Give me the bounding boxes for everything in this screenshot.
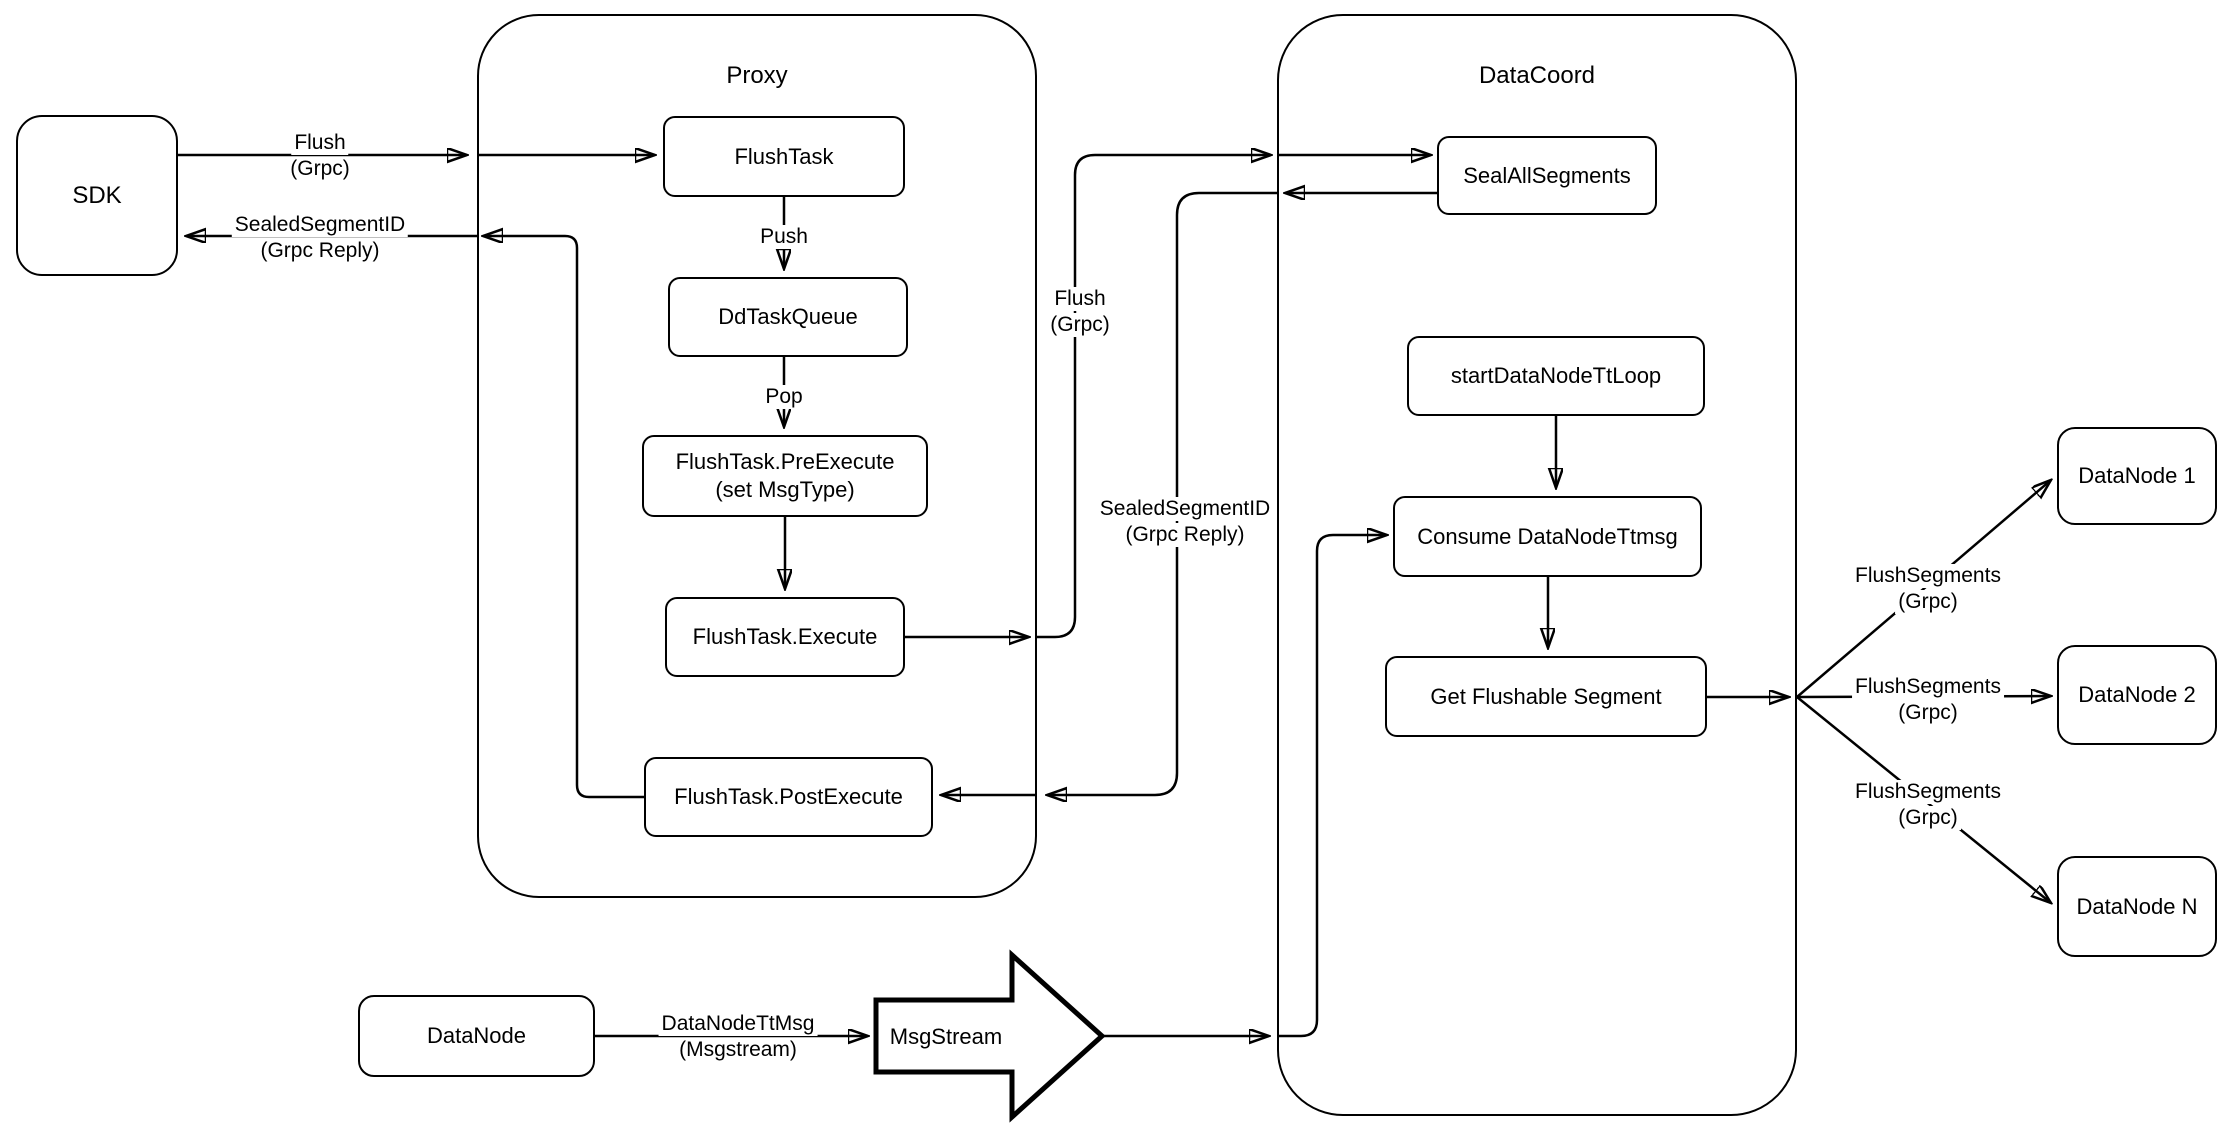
node-datanode-n: DataNode N (2057, 856, 2217, 957)
edge-label-flush-grpc-mid: Flush (Grpc) (1047, 287, 1113, 337)
node-consume-datanodettmsg-label: Consume DataNodeTtmsg (1417, 523, 1678, 549)
edge-label-flushsegments-3: FlushSegments (Grpc) (1852, 780, 2004, 830)
node-datanode-1-label: DataNode 1 (2078, 463, 2196, 488)
edge-proxy-border-to-datacoord (1037, 155, 1271, 639)
node-ddtaskqueue: DdTaskQueue (668, 277, 908, 357)
node-postexecute: FlushTask.PostExecute (644, 757, 933, 837)
node-get-flushable-segment-label: Get Flushable Segment (1430, 683, 1662, 709)
node-preexecute-line2: (set MsgType) (715, 477, 855, 502)
node-datanode-1: DataNode 1 (2057, 427, 2217, 525)
node-execute: FlushTask.Execute (665, 597, 905, 677)
node-preexecute-line1: FlushTask.PreExecute (675, 449, 895, 474)
node-postexecute-label: FlushTask.PostExecute (674, 784, 903, 809)
node-datanode-bottom: DataNode (358, 995, 595, 1077)
edge-label-push: Push (757, 225, 811, 249)
proxy-container-title: Proxy (726, 62, 788, 89)
node-sealallsegments: SealAllSegments (1437, 136, 1657, 215)
node-flushtask-label: FlushTask (734, 143, 834, 169)
node-datanode-bottom-label: DataNode (426, 1023, 527, 1048)
edge-label-flushsegments-2: FlushSegments (Grpc) (1852, 675, 2004, 725)
node-ddtaskqueue-label: DdTaskQueue (718, 304, 858, 329)
edge-datacoord-border-to-proxy-border (1047, 191, 1277, 795)
msgstream-label: MsgStream (889, 1024, 1003, 1049)
edge-label-pop: Pop (762, 385, 806, 409)
node-execute-label: FlushTask.Execute (692, 624, 878, 649)
datacoord-container (1277, 14, 1797, 1116)
node-startdatanodettloop-label: startDataNodeTtLoop (1450, 363, 1662, 388)
node-flushtask: FlushTask (663, 116, 905, 197)
node-preexecute: FlushTask.PreExecute (set MsgType) (642, 435, 928, 517)
edge-label-flush-grpc-left: Flush (Grpc) (287, 131, 353, 181)
proxy-container (477, 14, 1037, 898)
datacoord-container-title: DataCoord (1478, 62, 1596, 89)
edge-postexecute-to-proxy-border (483, 236, 644, 799)
edge-label-sealedsegmentid-left: SealedSegmentID (Grpc Reply) (231, 213, 409, 263)
edge-label-sealedsegmentid-mid: SealedSegmentID (Grpc Reply) (1096, 497, 1274, 547)
node-sdk: SDK (16, 115, 178, 276)
node-get-flushable-segment: Get Flushable Segment (1385, 656, 1707, 737)
msgstream-block-arrow (873, 949, 1106, 1123)
edge-label-datanodettmsg: DataNodeTtMsg (Msgstream) (658, 1012, 818, 1062)
node-datanode-2: DataNode 2 (2057, 645, 2217, 745)
node-consume-datanodettmsg: Consume DataNodeTtmsg (1393, 496, 1702, 577)
edge-datacoord-border-to-consume (1277, 535, 1387, 1038)
edge-fan-to-datanode1 (1796, 480, 2051, 698)
node-startdatanodettloop: startDataNodeTtLoop (1407, 336, 1705, 416)
node-datanode-n-label: DataNode N (2076, 893, 2198, 919)
node-datanode-2-label: DataNode 2 (2078, 682, 2196, 707)
node-sdk-label: SDK (72, 181, 122, 209)
node-sealallsegments-label: SealAllSegments (1463, 162, 1631, 188)
edge-label-flushsegments-1: FlushSegments (Grpc) (1852, 564, 2004, 614)
